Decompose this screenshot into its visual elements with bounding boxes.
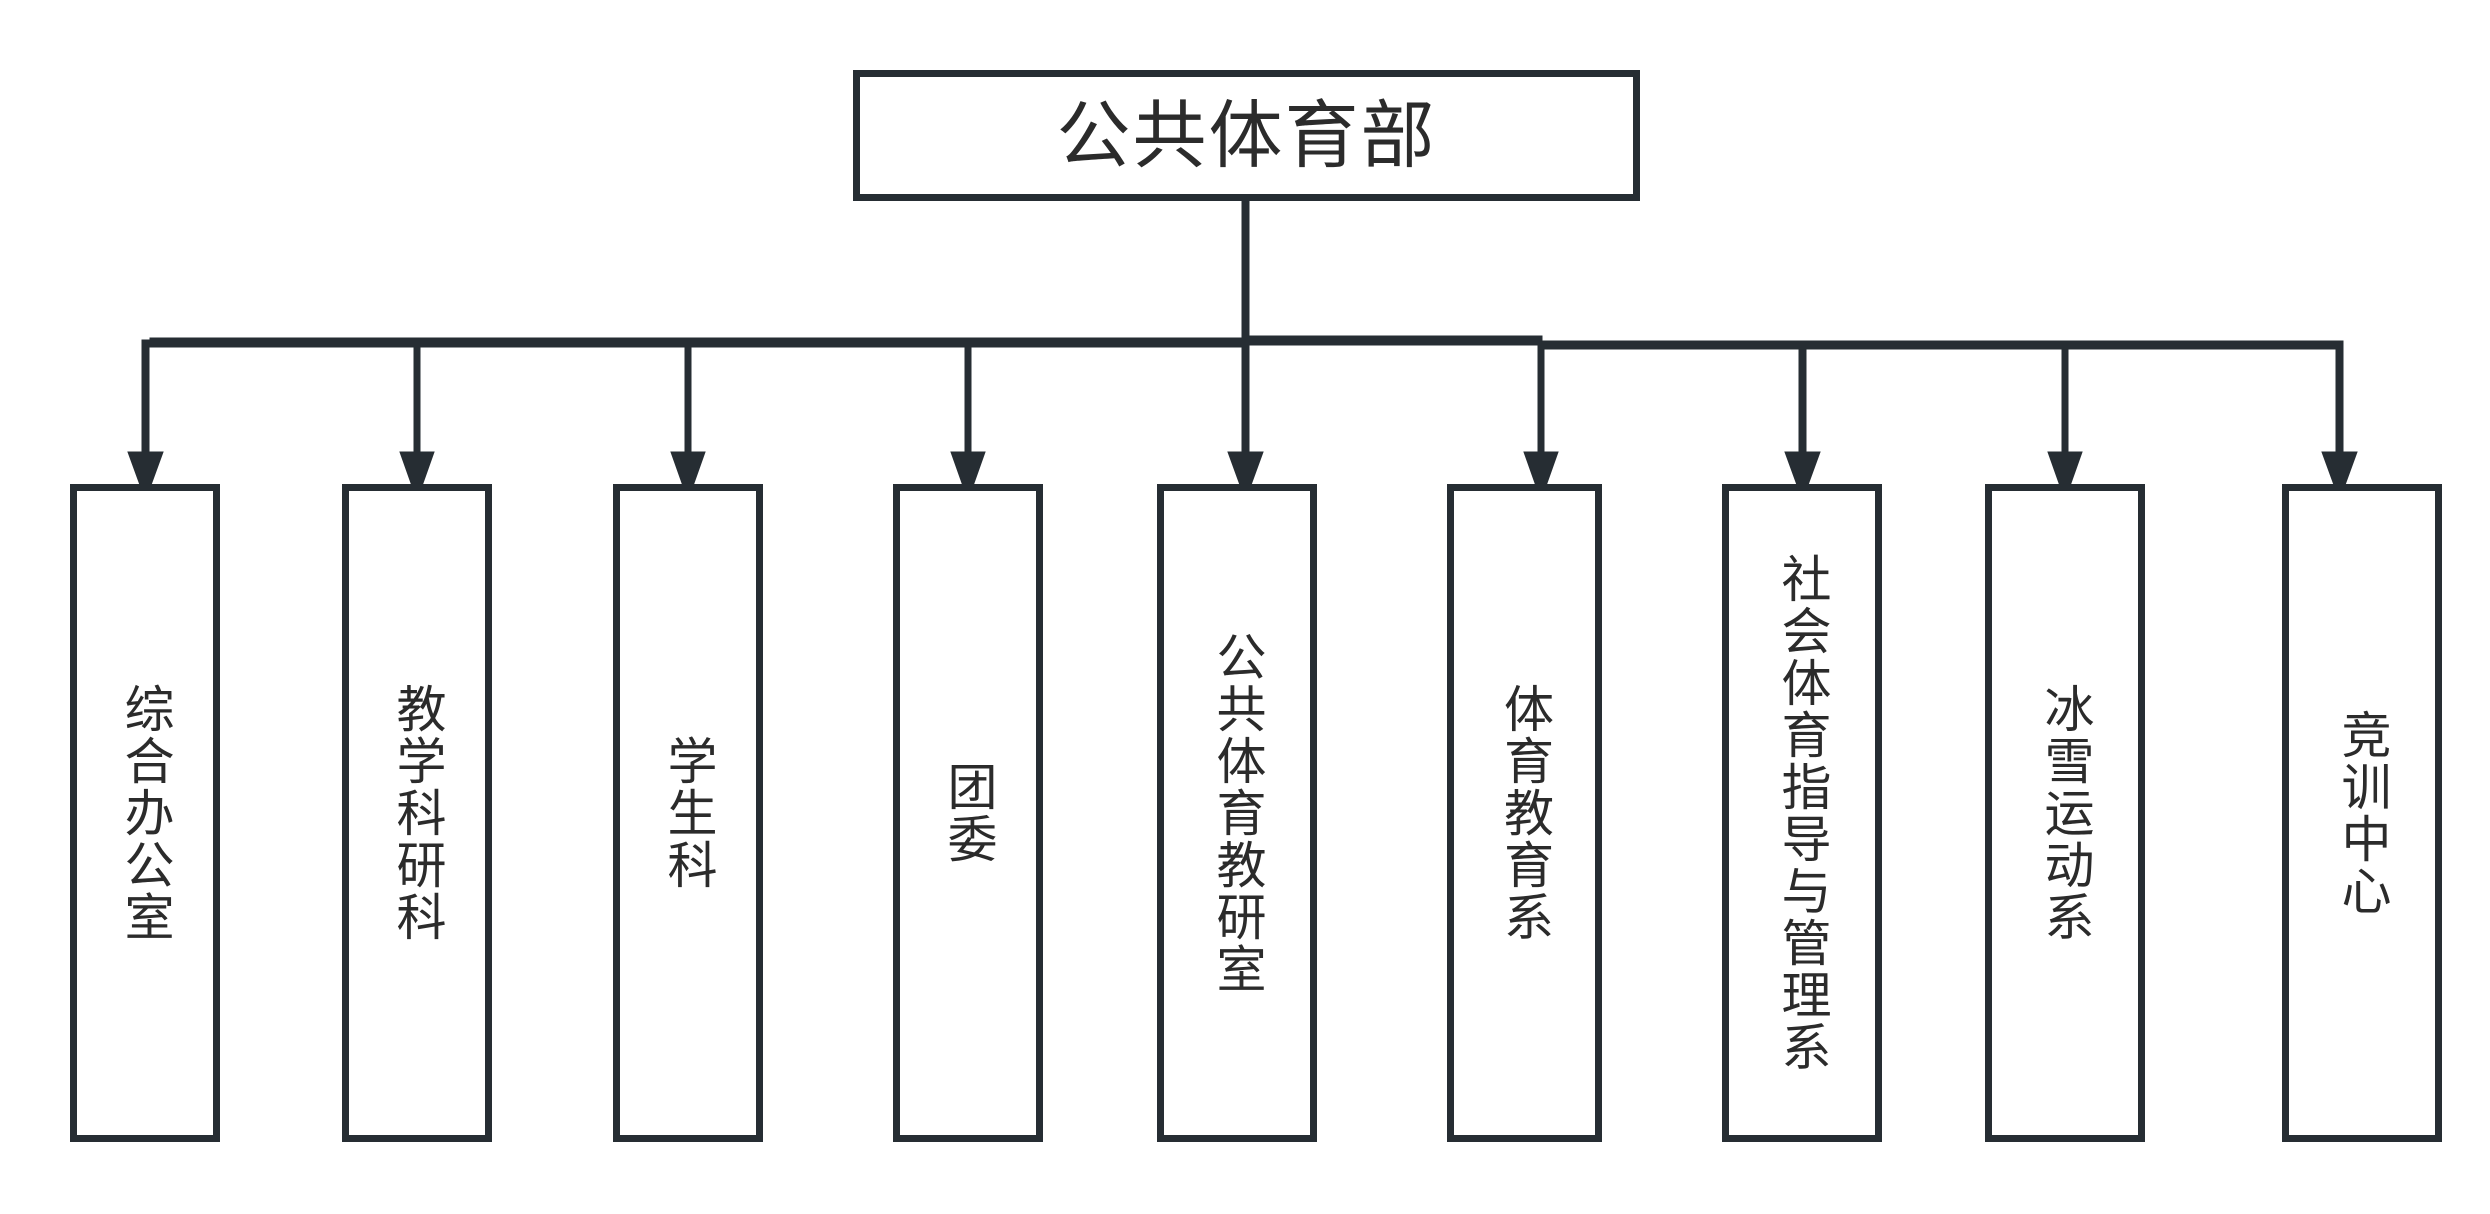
child-connector-8 xyxy=(2321,341,2358,502)
node-child-5-label: 体育教育系 xyxy=(1497,683,1553,943)
child-connector-7 xyxy=(2047,341,2083,502)
node-child-8-label: 竞训中心 xyxy=(2334,709,2391,917)
node-child-6-label: 社会体育指导与管理系 xyxy=(1774,553,1831,1073)
child-connector-4 xyxy=(1227,339,1264,502)
child-connector-0 xyxy=(127,339,164,502)
node-child-3[interactable]: 团委 xyxy=(893,484,1043,1142)
child-connector-2 xyxy=(670,339,706,502)
node-child-2[interactable]: 学生科 xyxy=(613,484,763,1142)
node-child-7[interactable]: 冰雪运动系 xyxy=(1985,484,2145,1142)
node-child-1[interactable]: 教学科研科 xyxy=(342,484,492,1142)
child-connector-3 xyxy=(950,339,986,502)
child-connector-5 xyxy=(1523,341,1559,502)
child-connector-6 xyxy=(1784,341,1821,502)
node-child-0[interactable]: 综合办公室 xyxy=(70,484,220,1142)
node-child-5[interactable]: 体育教育系 xyxy=(1447,484,1602,1142)
node-child-3-label: 团委 xyxy=(940,761,997,865)
node-child-4-label: 公共体育教研室 xyxy=(1209,631,1266,995)
node-child-4[interactable]: 公共体育教研室 xyxy=(1157,484,1317,1142)
node-child-0-label: 综合办公室 xyxy=(117,683,174,943)
node-child-7-label: 冰雪运动系 xyxy=(2037,683,2094,943)
node-child-2-label: 学生科 xyxy=(660,735,717,891)
root-stem xyxy=(1241,197,1250,344)
bus-segment-mid xyxy=(1241,335,1543,346)
bus-segment-right xyxy=(1537,340,2344,350)
node-root[interactable]: 公共体育部 xyxy=(853,70,1640,201)
node-root-label: 公共体育部 xyxy=(1056,93,1437,177)
child-connector-1 xyxy=(399,339,435,502)
node-child-8[interactable]: 竞训中心 xyxy=(2282,484,2442,1142)
node-child-6[interactable]: 社会体育指导与管理系 xyxy=(1722,484,1882,1142)
node-child-1-label: 教学科研科 xyxy=(389,683,446,943)
bus-segment-left xyxy=(149,337,1247,348)
